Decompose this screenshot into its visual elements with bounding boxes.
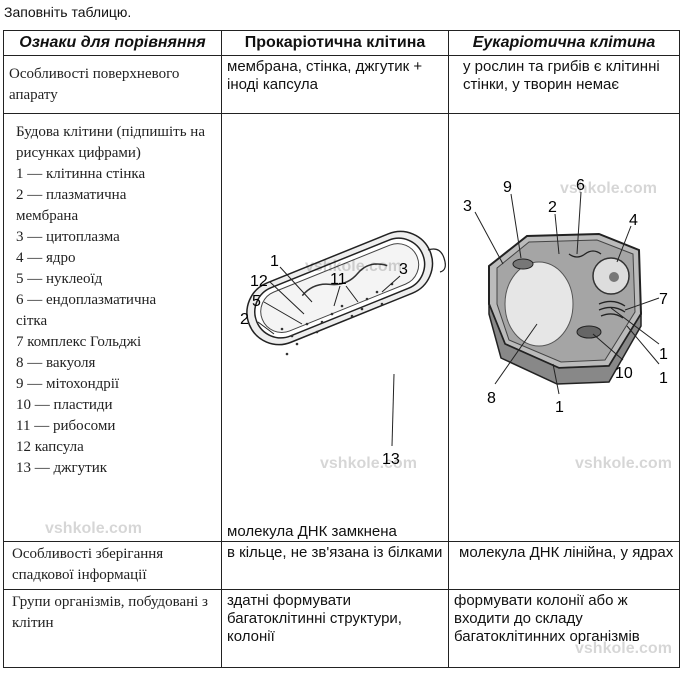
legend-item: 13 — джгутик xyxy=(16,460,108,476)
eukaryote-label-3: 3 xyxy=(463,198,472,215)
legend-item: мембрана xyxy=(16,208,79,224)
groups-prokaryote: здатні формувати багатоклітинні структур… xyxy=(221,589,449,668)
prokaryote-label-13: 13 xyxy=(382,451,400,468)
eukaryote-label-8: 8 xyxy=(487,390,496,407)
eukaryote-vacuole xyxy=(504,261,574,347)
eukaryote-cell-diagram: 9 6 3 2 4 7 1 10 1 8 1 xyxy=(463,177,668,416)
eukaryote-er xyxy=(568,250,602,258)
instruction-text: Заповніть таблицю. xyxy=(4,4,132,20)
legend-item: 7 комплекс Гольджі xyxy=(16,334,142,350)
eukaryote-drawing-cell: 9 6 3 2 4 7 1 10 1 8 1 xyxy=(448,113,680,542)
eukaryote-cell-side xyxy=(488,303,642,385)
surface-label: Особливості поверхневого апарату xyxy=(3,55,222,114)
prokaryote-drawing-cell: 1 12 5 2 11 3 13 молекула ДНК замкнена xyxy=(221,113,449,542)
prokaryote-label-1: 1 xyxy=(270,253,279,270)
eukaryote-label-1c: 1 xyxy=(555,399,564,416)
eukaryote-label-9: 9 xyxy=(503,179,512,196)
prokaryote-cell-diagram: 1 12 5 2 11 3 13 xyxy=(240,230,446,468)
prokaryote-label-11: 11 xyxy=(330,271,347,288)
heredity-prokaryote: в кільце, не зв'язана із білками xyxy=(221,541,449,590)
row-structure: Будова клітини (підпишіть на рисунках ци… xyxy=(3,113,680,542)
eukaryote-nucleolus xyxy=(609,272,619,282)
legend-item: сітка xyxy=(16,313,48,329)
heredity-label: Особливості зберігання спадкової інформа… xyxy=(3,541,222,590)
prokaryote-label-5: 5 xyxy=(252,293,261,310)
prokaryote-nucleoid xyxy=(301,263,388,297)
header-prokaryote: Прокаріотична клітина xyxy=(221,30,449,56)
legend-item: 10 — пластиди xyxy=(16,397,113,413)
row-surface: Особливості поверхневого апарату мембран… xyxy=(3,55,680,114)
structure-label: Будова клітини (підпишіть на рисунках ци… xyxy=(16,124,205,161)
legend-item: 9 — мітохондрії xyxy=(16,376,120,392)
surface-prokaryote: мембрана, стінка, джгутик + іноді капсул… xyxy=(221,55,449,114)
row-groups: Групи організмів, побудовані з клітин зд… xyxy=(3,589,680,668)
prokaryote-flagellum xyxy=(427,248,446,273)
comparison-table: Ознаки для порівняння Прокаріотична кліт… xyxy=(3,30,680,668)
prokaryote-ribosomes xyxy=(280,282,394,356)
eukaryote-plastid xyxy=(576,325,602,339)
legend-list: 1 — клітинна стінка 2 — плазматична мембра… xyxy=(16,164,216,479)
prokaryote-dna-note: молекула ДНК замкнена xyxy=(227,523,397,540)
legend-item: 2 — плазматична xyxy=(16,187,127,203)
legend-item: 1 — клітинна стінка xyxy=(16,166,146,182)
legend-item: 4 — ядро xyxy=(16,250,76,266)
header-criteria: Ознаки для порівняння xyxy=(3,30,222,56)
prokaryote-label-12: 12 xyxy=(250,273,268,290)
legend-item: 11 — рибосоми xyxy=(16,418,116,434)
eukaryote-label-10: 10 xyxy=(615,365,633,382)
eukaryote-golgi xyxy=(598,300,626,319)
legend-item: 6 — ендоплазматична xyxy=(16,292,157,308)
surface-eukaryote: у рослин та грибів є клітинні стінки, у … xyxy=(448,55,680,114)
row-heredity: Особливості зберігання спадкової інформа… xyxy=(3,541,680,590)
legend-item: 12 капсула xyxy=(16,439,84,455)
heredity-eukaryote: молекула ДНК лінійна, у ядрах xyxy=(448,541,680,590)
eukaryote-label-2: 2 xyxy=(548,199,557,216)
legend-item: 5 — нуклеоїд xyxy=(16,271,103,287)
groups-label: Групи організмів, побудовані з клітин xyxy=(3,589,222,668)
legend-item: 3 — цитоплазма xyxy=(16,229,120,245)
prokaryote-label-2: 2 xyxy=(240,311,249,328)
eukaryote-label-1a: 1 xyxy=(659,346,668,363)
eukaryote-label-4: 4 xyxy=(629,212,638,229)
eukaryote-label-6: 6 xyxy=(576,177,585,194)
header-row: Ознаки для порівняння Прокаріотична кліт… xyxy=(3,30,680,56)
structure-label-cell: Будова клітини (підпишіть на рисунках ци… xyxy=(3,113,222,542)
eukaryote-label-7: 7 xyxy=(659,291,668,308)
header-eukaryote: Еукаріотична клітина xyxy=(448,30,680,56)
groups-eukaryote: формувати колонії або ж входити до склад… xyxy=(448,589,680,668)
legend-item: 8 — вакуоля xyxy=(16,355,96,371)
eukaryote-label-1b: 1 xyxy=(659,370,668,387)
eukaryote-mitochondrion xyxy=(512,258,534,270)
prokaryote-label-3: 3 xyxy=(399,261,408,278)
